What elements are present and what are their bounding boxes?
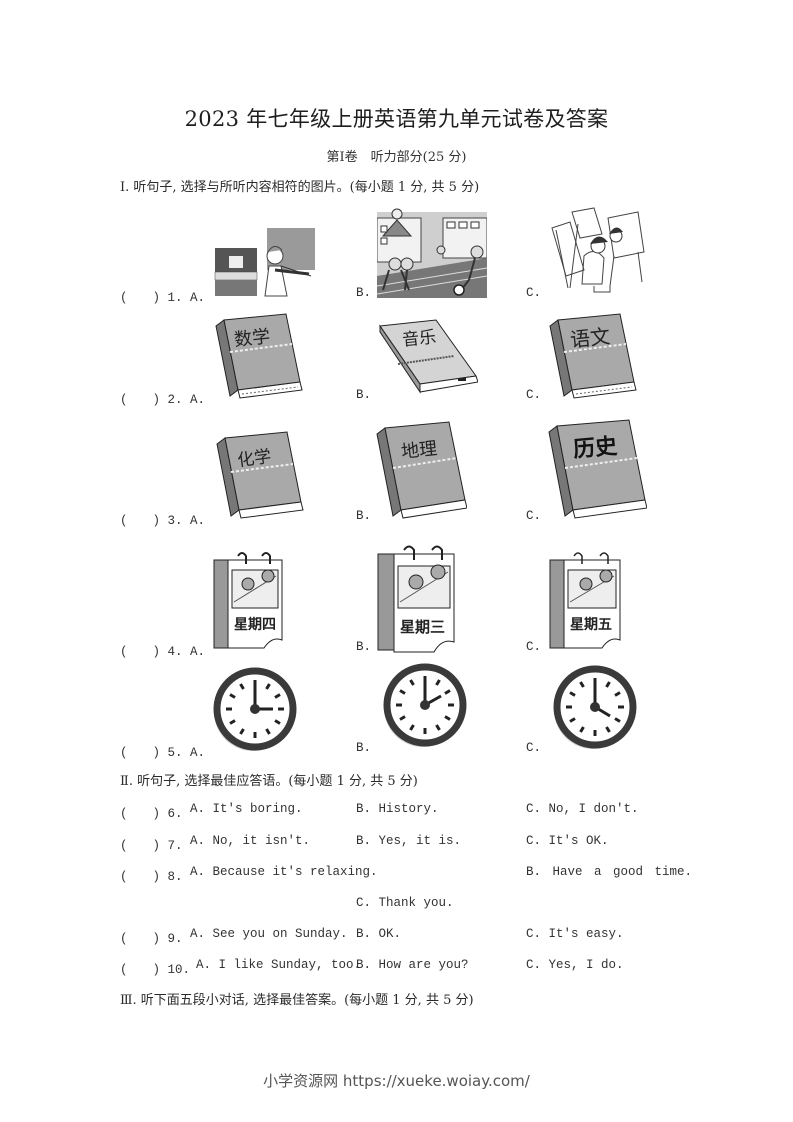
book-title: 历史: [572, 434, 619, 463]
section-1-heading: Ⅰ. 听句子, 选择与所听内容相符的图片。(每小题 1 分, 共 5 分): [120, 180, 480, 195]
question-8-number: ( ) 8.: [120, 870, 183, 884]
question-4-option-c-label: C.: [526, 640, 542, 654]
book-geography-picture: 地理: [375, 420, 467, 520]
question-9-option-b: B. OK.: [356, 927, 402, 941]
question-7-option-a: A. No, it isn't.: [190, 834, 311, 848]
calendar-wednesday-picture: 星期三: [376, 544, 464, 654]
question-6-option-b: B. History.: [356, 802, 439, 816]
soccer-schoolyard-picture: [377, 208, 487, 298]
question-2-option-b-label: B.: [356, 388, 372, 402]
question-4-number: ( ) 4. A.: [120, 645, 206, 659]
piano-violin-picture: [214, 228, 315, 297]
question-8-option-c: C. Thank you.: [356, 896, 454, 910]
clock-three-oclock-icon: [213, 667, 297, 751]
calendar-day: 星期四: [234, 617, 276, 633]
question-8-option-a: A. Because it's relaxing.: [190, 865, 378, 879]
question-10-option-c: C. Yes, I do.: [526, 958, 624, 972]
book-title: 地理: [400, 438, 439, 463]
part-subtitle: 第Ⅰ卷 听力部分(25 分): [326, 150, 467, 165]
question-9-option-c: C. It's easy.: [526, 927, 624, 941]
question-4-option-b-label: B.: [356, 640, 372, 654]
question-6-option-a: A. It's boring.: [190, 802, 303, 816]
question-2-number: ( ) 2. A.: [120, 393, 206, 407]
question-10-number: ( ) 10.: [120, 963, 191, 977]
question-9-option-a: A. See you on Sunday.: [190, 927, 348, 941]
calendar-thursday-picture: 星期四: [212, 552, 292, 652]
book-title: 化学: [236, 446, 273, 472]
question-3-number: ( ) 3. A.: [120, 514, 206, 528]
clock-four-oclock-icon: [553, 665, 637, 749]
section-2-heading: Ⅱ. 听句子, 选择最佳应答语。(每小题 1 分, 共 5 分): [120, 774, 418, 789]
question-2-option-c-label: C.: [526, 388, 542, 402]
question-1-option-b-label: B.: [356, 286, 372, 300]
book-title: 语文: [569, 323, 612, 353]
question-5-number: ( ) 5. A.: [120, 746, 206, 760]
book-math-picture: 数学: [214, 312, 304, 400]
question-7-number: ( ) 7.: [120, 839, 183, 853]
question-3-option-c-label: C.: [526, 509, 542, 523]
book-chemistry-picture: 化学: [215, 430, 305, 520]
footer-watermark: 小学资源网 https://xueke.woiay.com/: [263, 1072, 530, 1090]
question-7-option-b: B. Yes, it is.: [356, 834, 462, 848]
book-title: 数学: [233, 326, 272, 351]
question-9-number: ( ) 9.: [120, 932, 183, 946]
question-3-option-b-label: B.: [356, 509, 372, 523]
question-6-number: ( ) 6.: [120, 807, 183, 821]
book-chinese-picture: 语文: [548, 312, 638, 400]
question-10-option-a: A. I like Sunday, too.: [196, 958, 362, 972]
book-history-picture: 历史: [547, 418, 647, 520]
calendar-day: 星期五: [570, 617, 612, 633]
book-music-picture: 音乐: [378, 318, 478, 394]
question-5-option-c-label: C.: [526, 741, 542, 755]
question-1-option-c-label: C.: [526, 286, 542, 300]
question-8-option-b: B. Have a good time.: [526, 865, 693, 879]
painting-picture: [551, 207, 645, 293]
book-title: 音乐: [401, 327, 438, 351]
calendar-friday-picture: 星期五: [548, 552, 630, 652]
question-6-option-c: C. No, I don't.: [526, 802, 639, 816]
question-10-option-b: B. How are you?: [356, 958, 469, 972]
question-5-option-b-label: B.: [356, 741, 372, 755]
question-1-number: ( ) 1. A.: [120, 291, 206, 305]
section-3-heading: Ⅲ. 听下面五段小对话, 选择最佳答案。(每小题 1 分, 共 5 分): [120, 993, 474, 1008]
calendar-day: 星期三: [400, 618, 446, 636]
question-7-option-c: C. It's OK.: [526, 834, 609, 848]
document-title: 2023 年七年级上册英语第九单元试卷及答案: [184, 107, 609, 131]
clock-two-oclock-icon: [383, 663, 467, 747]
